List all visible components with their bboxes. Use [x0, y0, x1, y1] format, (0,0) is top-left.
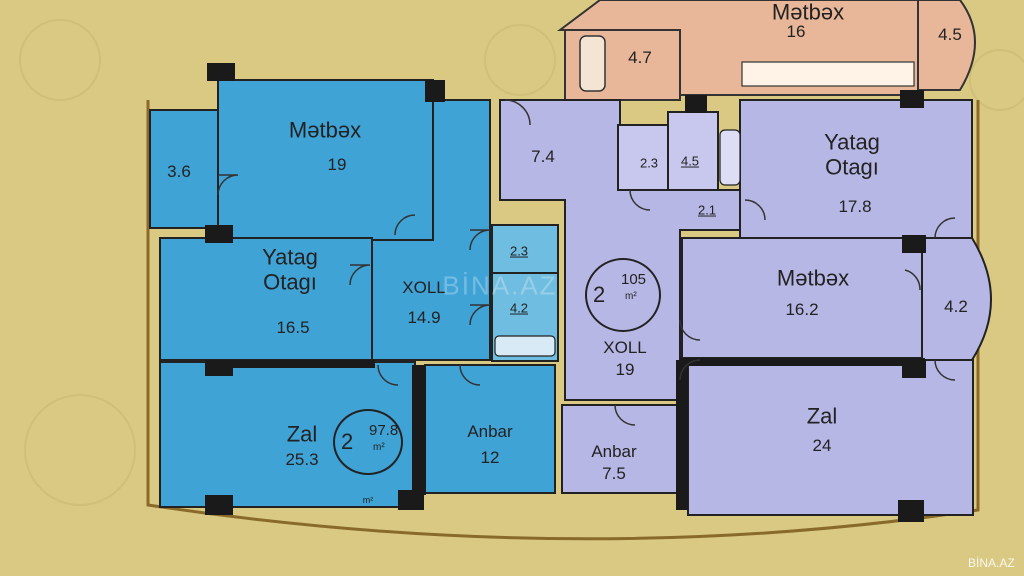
room-area-bath-left: 4.2 [509, 300, 529, 316]
room-area-hall-right: 7.4 [531, 147, 555, 167]
room-area-zal-right: 24 [812, 436, 832, 456]
room-area-bath-top: 4.7 [628, 48, 652, 68]
room-area-xoll-left: 14.9 [407, 308, 441, 328]
right-apartment [499, 99, 992, 516]
room-name-metbex-left: Mətbəx [288, 117, 362, 143]
room-area-storage-left: 3.6 [167, 162, 191, 182]
room-name-zal-left: Zal [286, 421, 318, 447]
door-swings [217, 99, 956, 426]
room-area-balcony-top: 4.5 [938, 25, 962, 45]
room-area-anbar-right: 7.5 [602, 464, 626, 484]
top-apartment [557, 0, 976, 101]
apartment-badge-right: 2 105 m² [585, 258, 661, 332]
room-area-bath-right: 4.5 [680, 153, 700, 169]
badge-rooms-right: 2 [593, 282, 606, 307]
background-ornament [19, 19, 1024, 506]
room-area-metbex-top: 16 [786, 22, 806, 42]
room-name-metbex-right: Mətbəx [776, 265, 850, 291]
room-area-balcony-right: 4.2 [944, 297, 968, 317]
room-name-xoll-left: XOLL [402, 278, 446, 298]
room-name-zal-right: Zal [806, 403, 838, 429]
room-area-metbex-right: 16.2 [785, 300, 819, 320]
room-area-xoll-right: 19 [615, 360, 635, 380]
room-name-anbar-right: Anbar [591, 442, 637, 462]
building-outline [146, 100, 980, 541]
left-apartment [149, 79, 559, 508]
room-name-yatag-right: Yatag Otagı [824, 129, 880, 180]
room-name-anbar-left: Anbar [467, 422, 513, 442]
room-area-zal-left: 25.3 [285, 450, 319, 470]
room-name-yatag-left: Yatag Otagı [262, 244, 318, 295]
wall-columns [205, 63, 926, 522]
corner-watermark: BİNA.AZ [968, 556, 1015, 570]
room-area-closet-right: 2.1 [697, 202, 717, 218]
apartment-badge-left: 2 97.8 m² [333, 409, 403, 475]
room-area-wc-right: 2.3 [639, 155, 659, 171]
badge-unit-left: m² [373, 442, 385, 453]
room-area-wc-left: 2.3 [509, 243, 529, 259]
unit-mark-left: m² [362, 494, 374, 505]
badge-rooms-left: 2 [341, 429, 354, 454]
badge-area-left: 97.8 [369, 422, 399, 439]
room-name-metbex-top: Mətbəx [771, 0, 845, 25]
badge-area-right: 105 [621, 271, 647, 288]
room-area-anbar-left: 12 [480, 448, 500, 468]
badge-unit-right: m² [625, 291, 637, 302]
room-area-yatag-right: 17.8 [838, 197, 872, 217]
room-area-metbex-left: 19 [327, 155, 347, 175]
room-area-yatag-left: 16.5 [276, 318, 310, 338]
watermark: BİNA.AZ [442, 270, 558, 301]
room-name-xoll-right: XOLL [603, 338, 647, 358]
